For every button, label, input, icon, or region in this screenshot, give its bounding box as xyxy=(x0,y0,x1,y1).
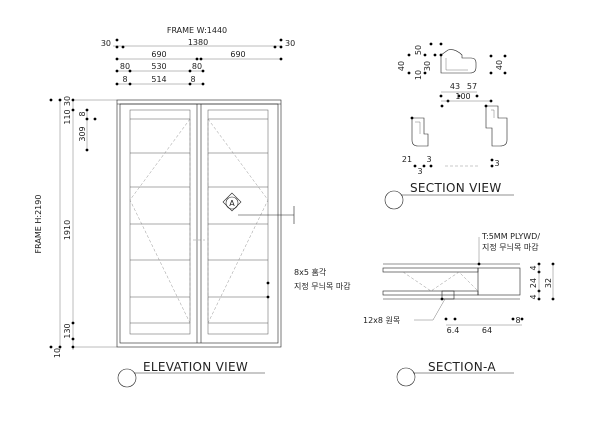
door-leaf-left xyxy=(129,109,191,335)
sv-dim-3-a: 3 xyxy=(426,155,431,164)
elevation-view: FRAME W:1440 30 1380 30 690 690 80 530 8… xyxy=(34,26,351,388)
sv-dim-57: 57 xyxy=(467,82,477,91)
sv-dim-40-right: 40 xyxy=(495,60,504,70)
frame-width-label: FRAME W:1440 xyxy=(167,26,227,35)
section-a-caption: SECTION-A xyxy=(428,360,496,374)
sv-dim-3-b: 3 xyxy=(417,167,422,176)
dim-left-130: 130 xyxy=(63,323,72,338)
dim-left-110: 110 xyxy=(63,109,72,124)
sv-dim-40-left: 40 xyxy=(397,61,406,71)
sa-dim-4-top: 4 xyxy=(529,265,538,270)
sa-note-groove: 12x8 원목 xyxy=(363,316,400,325)
dim-left-1910: 1910 xyxy=(63,220,72,240)
dim-top-690-right: 690 xyxy=(230,50,245,59)
dim-left-30: 30 xyxy=(63,96,72,106)
sv-dim-50: 50 xyxy=(414,45,423,55)
section-view-caption: SECTION VIEW xyxy=(410,181,501,195)
note-groove: 8x5 홈각 xyxy=(294,267,327,277)
callout-letter: A xyxy=(229,199,235,208)
dim-top-1380: 1380 xyxy=(188,38,208,47)
sv-dim-3-c: 3 xyxy=(494,159,499,168)
dim-top-30-right: 30 xyxy=(285,39,295,48)
sv-dim-100: 100 xyxy=(455,92,470,101)
section-a: T:5MM PLYWD/ 지정 무늬목 마감 4 24 32 4 6.4 64 … xyxy=(363,232,555,387)
frame-height-label: FRAME H:2190 xyxy=(34,195,43,254)
dim-top-8-right: 8 xyxy=(190,75,195,84)
door-leaf-right xyxy=(207,109,270,335)
elevation-caption: ELEVATION VIEW xyxy=(143,360,248,374)
sa-dim-6-4: 6.4 xyxy=(447,326,460,335)
dim-top-30-left: 30 xyxy=(101,39,111,48)
dim-top-8-left: 8 xyxy=(122,75,127,84)
elevation-caption-circle xyxy=(117,368,137,388)
sv-dim-10: 10 xyxy=(414,70,423,80)
dim-left-8: 8 xyxy=(78,111,87,116)
sv-dim-43: 43 xyxy=(450,82,460,91)
sv-dim-30: 30 xyxy=(423,61,432,71)
dim-top-80-left: 80 xyxy=(120,62,130,71)
sa-dim-8: 8 xyxy=(515,316,520,325)
sa-note-finish: 지정 무늬목 마감 xyxy=(482,242,539,252)
sa-note-panel: T:5MM PLYWD/ xyxy=(481,232,540,241)
section-a-caption-circle xyxy=(396,367,416,387)
sa-dim-4-bottom: 4 xyxy=(529,294,538,299)
dim-top-530: 530 xyxy=(151,62,166,71)
sa-dim-64: 64 xyxy=(482,326,492,335)
dim-top-514: 514 xyxy=(151,75,166,84)
sv-dim-21: 21 xyxy=(402,155,412,164)
dim-top-690-left: 690 xyxy=(151,50,166,59)
section-view-caption-circle xyxy=(384,190,404,210)
note-finish: 지정 무늬목 마감 xyxy=(294,281,351,291)
dim-left-10: 10 xyxy=(53,348,62,358)
section-callout-a: A xyxy=(222,192,295,224)
door-frame xyxy=(116,99,282,348)
dim-top-80-right: 80 xyxy=(192,62,202,71)
sa-dim-32: 32 xyxy=(544,278,553,288)
sa-dim-24: 24 xyxy=(529,278,538,288)
section-view: 50 40 30 10 40 43 57 100 21 3 3 3 SECTIO… xyxy=(384,42,514,210)
dim-left-309: 309 xyxy=(78,126,87,141)
